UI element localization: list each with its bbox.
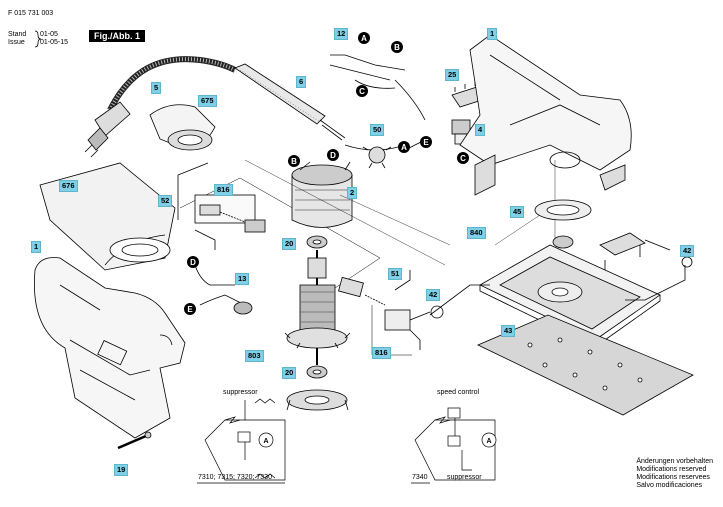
- motor-symbol-right: A: [486, 438, 491, 445]
- brush-holder-816-lower: [338, 270, 431, 356]
- callout-e-mid: E: [420, 136, 432, 148]
- part-tag-42-left: 42: [426, 289, 441, 301]
- part-tag-676: 676: [59, 180, 78, 192]
- pad-bearing: [552, 235, 574, 249]
- issue-label: Issue: [8, 39, 25, 46]
- bearing-20-upper-bore: [312, 239, 322, 245]
- part-tag-1-upper: 1: [487, 28, 498, 40]
- svg-text:A: A: [361, 34, 367, 43]
- caption-models-left: 7310; 7315; 7320; 7330: [198, 474, 272, 481]
- clamp-spring-42-left: [429, 284, 490, 319]
- caption-suppressor-left: suppressor: [223, 389, 258, 396]
- svg-text:D: D: [330, 151, 336, 160]
- svg-text:D: D: [190, 258, 196, 267]
- callout-c-top: C: [356, 85, 368, 97]
- document-number: F 015 731 003: [8, 10, 54, 17]
- callout-c-right: C: [457, 152, 469, 164]
- part-tag-52: 52: [158, 195, 173, 207]
- part-tag-816-lower: 816: [372, 347, 391, 359]
- paper-clamp-840: [599, 232, 671, 270]
- part-tag-816-upper: 816: [214, 184, 233, 196]
- seal-ring-45: [534, 199, 592, 221]
- svg-text:B: B: [291, 157, 297, 166]
- svg-text:B: B: [394, 43, 400, 52]
- part-tag-803: 803: [245, 350, 264, 362]
- part-tag-840: 840: [467, 227, 486, 239]
- stand-label: Stand: [8, 31, 27, 38]
- brush-holder-816-upper: [194, 194, 266, 250]
- part-tag-43: 43: [501, 325, 516, 337]
- svg-text:C: C: [359, 87, 365, 96]
- power-cable-texture: [108, 57, 236, 111]
- housing-half-right: [459, 34, 632, 196]
- part-tag-12: 12: [334, 28, 349, 40]
- part-tag-51: 51: [388, 268, 403, 280]
- figure-tab: Fig./Abb. 1: [89, 30, 145, 42]
- issue-value: 01-05-15: [40, 39, 69, 46]
- part-tag-25: 25: [445, 69, 460, 81]
- callout-a-top: A: [358, 32, 370, 44]
- part-tag-6: 6: [296, 76, 307, 88]
- brush-connector-13: [194, 264, 253, 315]
- dust-adapter-675: [149, 104, 216, 151]
- field-coil-2: [291, 161, 353, 228]
- part-tag-50: 50: [370, 124, 385, 136]
- caption-speed-control: speed control: [437, 389, 480, 396]
- svg-text:A: A: [401, 143, 407, 152]
- caption-suppressor-right: suppressor: [447, 474, 482, 481]
- part-tag-45: 45: [510, 206, 525, 218]
- part-tag-675: 675: [198, 95, 217, 107]
- header-brace: [34, 30, 42, 48]
- power-plug: [84, 101, 131, 158]
- callout-e-left: E: [184, 303, 196, 315]
- sandpaper-43: [477, 314, 694, 416]
- screw-19: [117, 431, 152, 450]
- stand-value: 01-05: [40, 31, 58, 38]
- part-tag-20-lower: 20: [282, 367, 297, 379]
- callout-b-top: B: [391, 41, 403, 53]
- note-es: Salvo modificaciones: [636, 482, 703, 489]
- part-tag-13: 13: [235, 273, 250, 285]
- cable-sleeve-6: [234, 63, 346, 141]
- part-tag-5: 5: [151, 82, 162, 94]
- caption-model-right: 7340: [412, 474, 428, 481]
- cable-clamp-50: [362, 146, 392, 169]
- callout-a-mid: A: [398, 141, 410, 153]
- note-fr: Modifications reservees: [636, 474, 710, 481]
- motor-symbol-left: A: [263, 438, 268, 445]
- part-tag-20-upper: 20: [282, 238, 297, 250]
- part-tag-4: 4: [475, 124, 486, 136]
- fan: [286, 389, 349, 411]
- housing-half-left: [34, 257, 186, 439]
- bearing-20-lower-bore: [312, 369, 322, 375]
- part-tag-19: 19: [114, 464, 129, 476]
- note-de: Änderungen vorbehalten: [636, 458, 713, 465]
- svg-text:E: E: [423, 138, 429, 147]
- circuit-diagram-left: [204, 398, 286, 481]
- callout-d-coil: D: [327, 149, 339, 161]
- circuit-diagram-right: [414, 407, 497, 481]
- callout-d-left: D: [187, 256, 199, 268]
- sanding-pad-base: [479, 244, 661, 348]
- svg-text:E: E: [187, 305, 193, 314]
- clamp-spring-42-right: [625, 256, 693, 301]
- part-tag-42-right: 42: [680, 245, 695, 257]
- armature-803: [284, 250, 351, 365]
- part-tag-2: 2: [347, 187, 358, 199]
- part-tag-1-lower: 1: [31, 241, 42, 253]
- callout-b-coil: B: [288, 155, 300, 167]
- svg-text:C: C: [460, 154, 466, 163]
- modification-notes: Änderungen vorbehalten Modifications res…: [636, 458, 713, 490]
- note-en: Modifications reserved: [636, 466, 707, 473]
